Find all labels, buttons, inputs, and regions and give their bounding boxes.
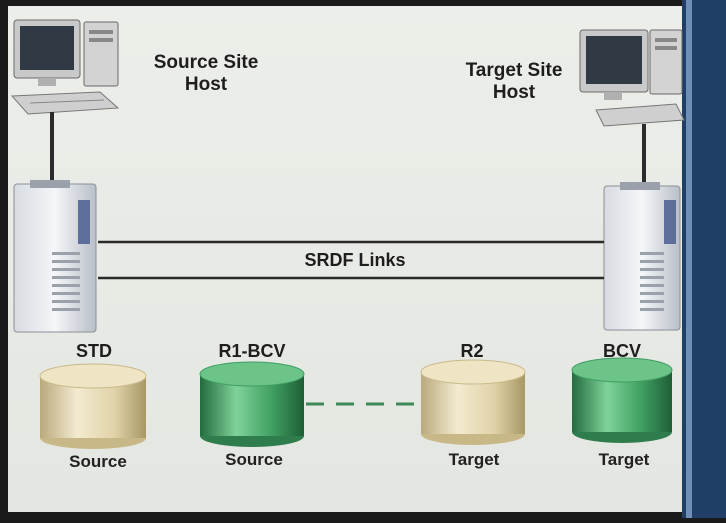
r2-volume-name: R2 xyxy=(460,341,484,361)
source-host-label-line2: Host xyxy=(184,74,228,95)
target-host-label-line2: Host xyxy=(492,82,536,103)
frame-right-edge xyxy=(686,0,692,518)
target-storage-cabinet-icon xyxy=(603,182,681,331)
bcv-volume-name: BCV xyxy=(602,341,641,361)
bcv-volume-role: Target xyxy=(598,450,650,469)
r2-volume-role: Target xyxy=(448,450,500,469)
source-host-computer-icon xyxy=(10,19,120,115)
source-storage-cabinet-icon xyxy=(13,180,97,333)
std-volume-cylinder-icon xyxy=(39,363,147,449)
r2-volume-cylinder-icon xyxy=(420,359,526,445)
target-host-label: Target Site Host xyxy=(436,60,592,104)
source-host-label-line1: Source Site xyxy=(153,52,259,73)
r1-bcv-volume-cylinder-icon xyxy=(199,361,305,447)
bcv-volume-cylinder-icon xyxy=(571,357,673,443)
target-host-label-line1: Target Site xyxy=(465,60,563,81)
r1-bcv-volume-name: R1-BCV xyxy=(218,341,286,361)
srdf-links-label: SRDF Links xyxy=(304,250,406,270)
std-volume-name: STD xyxy=(76,341,112,361)
source-host-label: Source Site Host xyxy=(126,52,286,96)
std-volume-role: Source xyxy=(69,452,127,471)
target-host-computer-icon xyxy=(579,29,685,127)
r1-bcv-volume-role: Source xyxy=(225,450,283,469)
